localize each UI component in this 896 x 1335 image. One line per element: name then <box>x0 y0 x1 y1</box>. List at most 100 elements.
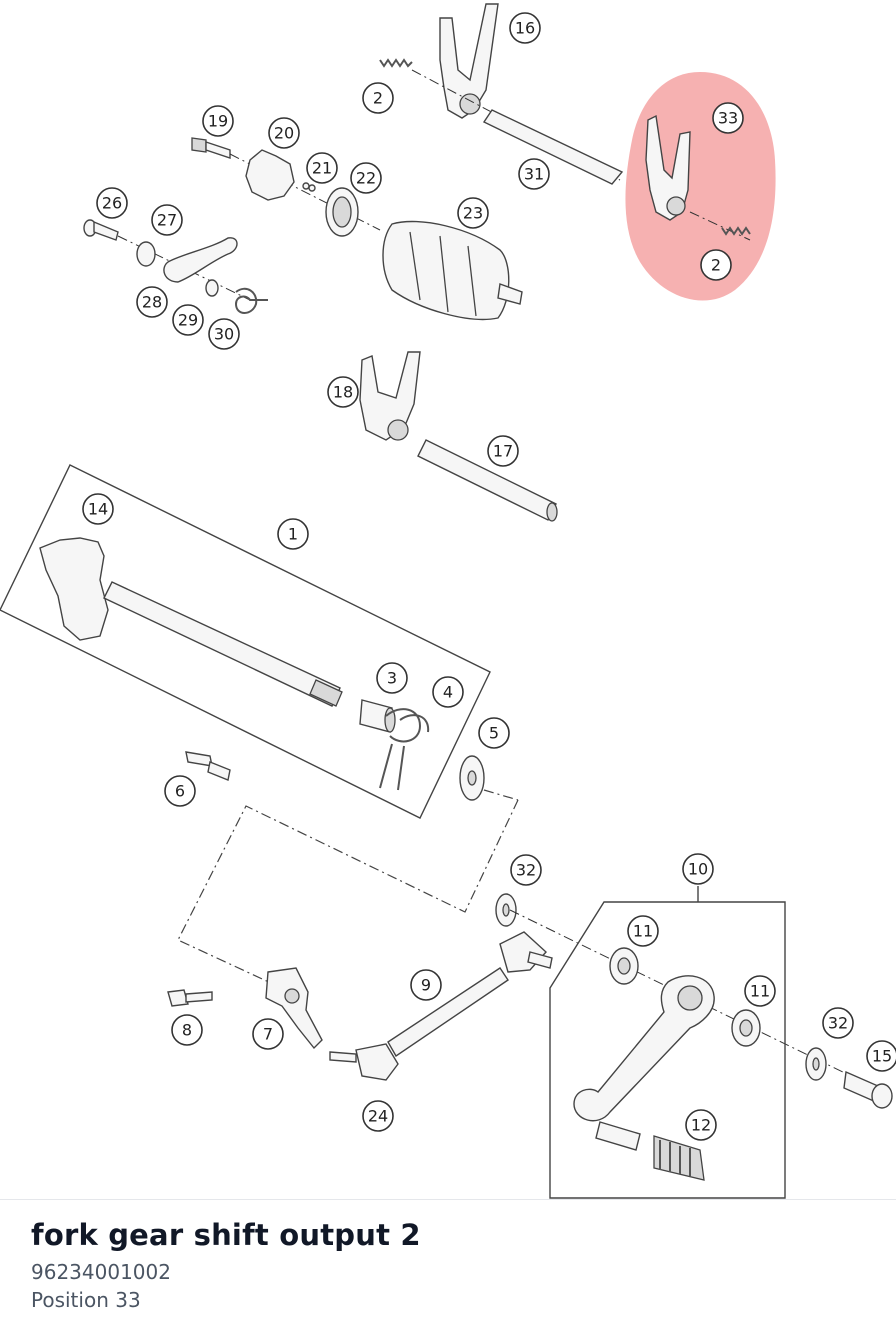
svg-text:17: 17 <box>493 442 513 461</box>
spring-2-right[interactable] <box>721 226 751 236</box>
washer-32-right[interactable] <box>805 1047 827 1081</box>
bearing-11-upper[interactable] <box>609 947 639 985</box>
svg-text:10: 10 <box>688 860 708 879</box>
callout-5[interactable]: 5 <box>478 717 510 749</box>
shift-star-20[interactable] <box>245 149 295 201</box>
callout-2-right[interactable]: 2 <box>700 249 732 281</box>
callout-24[interactable]: 24 <box>362 1100 394 1132</box>
callout-29[interactable]: 29 <box>172 304 204 336</box>
svg-text:32: 32 <box>828 1014 848 1033</box>
svg-text:21: 21 <box>312 159 332 178</box>
svg-text:5: 5 <box>489 724 499 743</box>
svg-text:16: 16 <box>515 19 535 38</box>
washer-32-left[interactable] <box>495 893 517 927</box>
svg-text:32: 32 <box>516 861 536 880</box>
svg-text:12: 12 <box>691 1116 711 1135</box>
callout-23[interactable]: 23 <box>457 197 489 229</box>
callout-12[interactable]: 12 <box>685 1109 717 1141</box>
svg-text:27: 27 <box>157 211 177 230</box>
callout-7[interactable]: 7 <box>252 1018 284 1050</box>
shift-rod-31[interactable] <box>482 109 624 185</box>
shift-rod-17[interactable] <box>417 439 558 522</box>
bolt-15[interactable] <box>843 1070 893 1109</box>
assembly-frame-1 <box>0 464 491 819</box>
callout-8[interactable]: 8 <box>171 1014 203 1046</box>
svg-text:14: 14 <box>88 500 108 519</box>
washer-27[interactable] <box>136 241 156 267</box>
exploded-parts-diagram[interactable]: 16 2 33 19 20 21 22 31 26 27 23 2 28 29 … <box>0 0 896 1200</box>
callout-22[interactable]: 22 <box>350 162 382 194</box>
fork-18[interactable] <box>359 351 421 441</box>
part-name: fork gear shift output 2 <box>31 1218 421 1252</box>
stud-6[interactable] <box>185 751 231 781</box>
tie-rod-9[interactable] <box>387 931 553 1058</box>
svg-text:4: 4 <box>443 683 453 702</box>
svg-text:11: 11 <box>750 982 770 1001</box>
svg-text:19: 19 <box>208 112 228 131</box>
bolt-19[interactable] <box>191 137 231 159</box>
svg-text:8: 8 <box>182 1021 192 1040</box>
callout-17[interactable]: 17 <box>487 435 519 467</box>
shift-drum-23[interactable] <box>382 220 523 321</box>
callout-27[interactable]: 27 <box>151 204 183 236</box>
callout-31[interactable]: 31 <box>518 158 550 190</box>
lever-28[interactable] <box>163 237 238 283</box>
bearing-22[interactable] <box>325 187 359 237</box>
svg-text:22: 22 <box>356 169 376 188</box>
callout-21[interactable]: 21 <box>306 152 338 184</box>
bearing-11-lower[interactable] <box>731 1009 761 1047</box>
svg-text:9: 9 <box>421 976 431 995</box>
callout-32-left[interactable]: 32 <box>510 854 542 886</box>
svg-text:20: 20 <box>274 124 294 143</box>
callout-2-upper[interactable]: 2 <box>362 82 394 114</box>
callout-9[interactable]: 9 <box>410 969 442 1001</box>
callout-16[interactable]: 16 <box>509 12 541 44</box>
callout-20[interactable]: 20 <box>268 117 300 149</box>
callout-3[interactable]: 3 <box>376 662 408 694</box>
spring-4[interactable] <box>379 708 430 791</box>
lever-7[interactable] <box>265 967 323 1050</box>
callout-15[interactable]: 15 <box>866 1040 896 1072</box>
callout-11-lower[interactable]: 11 <box>744 975 776 1007</box>
part-info-panel: fork gear shift output 2 96234001002 Pos… <box>31 1212 871 1314</box>
callout-28[interactable]: 28 <box>136 286 168 318</box>
washer-29[interactable] <box>205 279 219 297</box>
ball-joint-24[interactable] <box>329 1043 399 1081</box>
svg-text:33: 33 <box>718 109 738 128</box>
callout-18[interactable]: 18 <box>327 376 359 408</box>
rubber-12[interactable] <box>653 1135 705 1181</box>
linkage-frame-10 <box>549 886 786 1199</box>
bolt-26[interactable] <box>83 219 119 241</box>
pin-21[interactable] <box>302 182 316 192</box>
washer-5[interactable] <box>459 755 485 801</box>
svg-text:26: 26 <box>102 194 122 213</box>
svg-text:7: 7 <box>263 1025 273 1044</box>
part-position: Position 33 <box>31 1288 141 1312</box>
svg-text:3: 3 <box>387 669 397 688</box>
callout-11-upper[interactable]: 11 <box>627 915 659 947</box>
part-number: 96234001002 <box>31 1260 171 1284</box>
callout-4[interactable]: 4 <box>432 676 464 708</box>
callout-14[interactable]: 14 <box>82 493 114 525</box>
callout-1[interactable]: 1 <box>277 518 309 550</box>
svg-text:2: 2 <box>711 256 721 275</box>
callout-6[interactable]: 6 <box>164 775 196 807</box>
callout-19[interactable]: 19 <box>202 105 234 137</box>
callout-10[interactable]: 10 <box>682 853 714 885</box>
bushing-3[interactable] <box>359 699 396 733</box>
svg-text:23: 23 <box>463 204 483 223</box>
shift-shaft-14[interactable] <box>39 537 343 707</box>
callout-33[interactable]: 33 <box>712 102 744 134</box>
svg-text:2: 2 <box>373 89 383 108</box>
spring-2-upper[interactable] <box>379 58 413 68</box>
callout-26[interactable]: 26 <box>96 187 128 219</box>
fork-33[interactable] <box>645 114 691 221</box>
callout-32-right[interactable]: 32 <box>822 1007 854 1039</box>
svg-text:18: 18 <box>333 383 353 402</box>
fork-16[interactable] <box>439 3 499 119</box>
section-divider <box>0 1199 896 1200</box>
shift-lever-arm[interactable] <box>573 975 715 1151</box>
bolt-8[interactable] <box>167 989 213 1007</box>
callout-30[interactable]: 30 <box>208 318 240 350</box>
spring-30[interactable] <box>234 287 268 314</box>
